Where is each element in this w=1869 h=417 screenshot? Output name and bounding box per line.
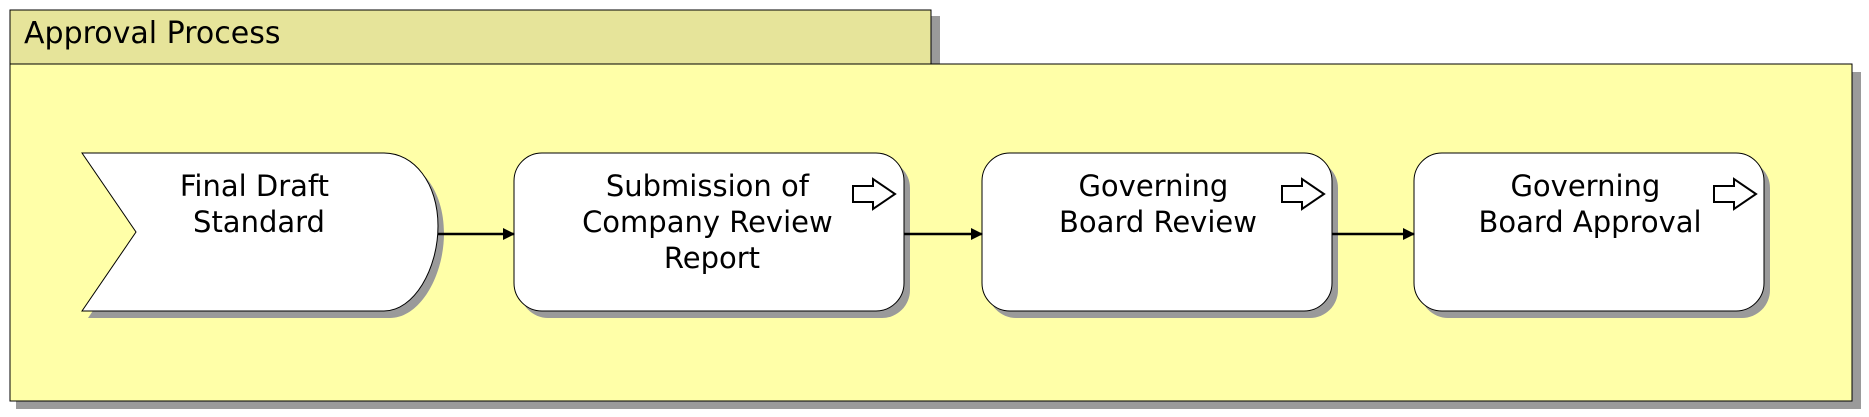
node-label-line: Governing [1510, 169, 1660, 203]
node-shape [81, 152, 439, 312]
node-final-draft-standard[interactable]: Final Draft Standard [81, 152, 444, 318]
title-tab [9, 9, 932, 65]
arrow-right-outline-icon [852, 177, 897, 211]
node-governing-board-review[interactable]: Governing Board Review [981, 152, 1338, 318]
node-label-line: Board Review [1059, 205, 1257, 239]
node-label-line: Company Review [582, 205, 833, 239]
svg-text:Governing Board Review: Governing Board Review [1059, 169, 1257, 239]
node-submission-of-company-review-report[interactable]: Submission of Company Review Report [513, 152, 910, 318]
svg-text:Submission of Company Re: Submission of Company Review Report [582, 169, 842, 275]
node-label-line: Report [664, 241, 760, 275]
svg-text:Final Draft Standard: Final Draft Standard [180, 169, 338, 239]
diagram-title: Approval Process [24, 16, 280, 51]
node-label-line: Board Approval [1478, 205, 1701, 239]
node-governing-board-approval[interactable]: Governing Board Approval [1413, 152, 1770, 318]
arrow-right-outline-icon [1713, 177, 1758, 211]
node-label-line: Standard [193, 205, 325, 239]
svg-text:Governing Board Approval: Governing Board Approval [1478, 169, 1701, 239]
node-label-line: Submission of [606, 169, 810, 203]
node-label-line: Governing [1078, 169, 1228, 203]
arrow-right-outline-icon [1281, 177, 1326, 211]
node-label-line: Final Draft [180, 169, 329, 203]
